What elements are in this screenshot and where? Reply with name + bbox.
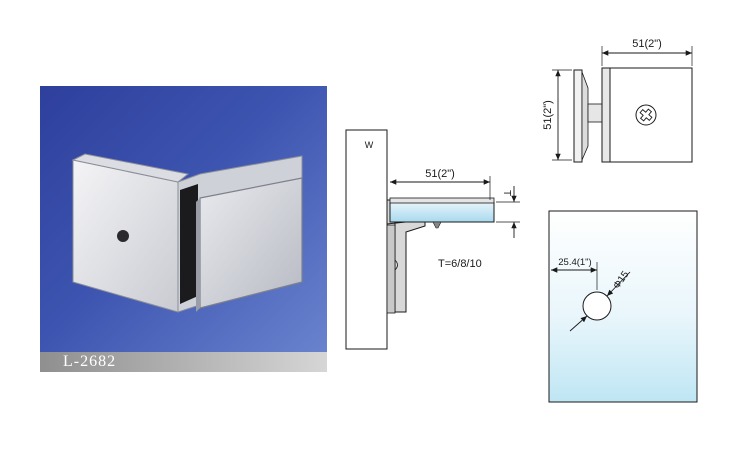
- glass-view: 25.4(1") Φ15: [548, 210, 698, 403]
- side-width-label: 51(2"): [425, 168, 455, 180]
- screw-icon: [635, 104, 657, 126]
- thickness-label: T: [501, 190, 512, 196]
- product-photo: L-2682: [40, 86, 327, 372]
- thickness-note: T=6/8/10: [438, 258, 482, 270]
- glass-panel: [548, 210, 698, 403]
- top-width-label: 51(2"): [632, 38, 662, 50]
- wall-mark: W: [365, 140, 374, 150]
- offset-label: 25.4(1"): [558, 257, 591, 268]
- top-view: 51(2") 51(2"): [542, 38, 693, 163]
- model-label: L-2682: [63, 353, 117, 370]
- model-caption-bar: L-2682: [40, 352, 327, 372]
- wall: [345, 129, 388, 350]
- glass-edge: [389, 201, 495, 223]
- glass-clamp-illustration: [71, 153, 303, 313]
- glass-hole: [582, 291, 612, 321]
- side-view: W 51(2") T T=6/8/10: [345, 129, 520, 350]
- top-height-label: 51(2"): [542, 100, 554, 130]
